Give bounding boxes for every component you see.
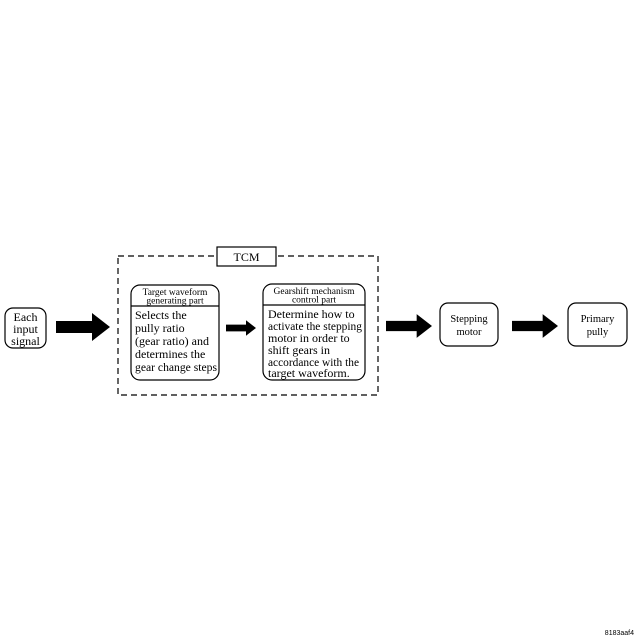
tcm-label: TCM [233,250,259,264]
node-stepping-motor: Stepping motor [439,302,499,347]
node-text: accordance with the [268,355,359,369]
node-text: Each [14,310,38,324]
node-header: Gearshift mechanism [274,286,356,297]
arrow-3 [386,314,432,338]
node-text: motor [456,327,482,338]
node-text: pully [587,327,609,338]
node-text: determines the [135,347,205,361]
node-text: signal [11,334,40,348]
node-each-input-signal: Each input signal [4,307,47,349]
node-text: pully ratio [135,321,185,335]
node-header: Target waveform [143,287,208,298]
node-text: Primary [581,314,616,325]
arrow-1 [56,313,110,341]
arrow-2 [226,320,256,336]
node-header: control part [292,296,336,306]
node-text: Selects the [135,308,187,322]
node-text: (gear ratio) and [135,334,209,348]
tcm-group: TCM [117,246,379,396]
tcm-label-box [216,246,277,267]
arrow-4 [512,314,558,338]
node-primary-pully: Primary pully [567,302,628,347]
node-text: activate the stepping [268,319,362,333]
node-gearshift-control: Gearshift mechanism control part Determi… [262,283,366,381]
node-text: target waveform. [268,366,350,380]
node-text: shift gears in [268,343,330,357]
node-target-waveform: Target waveform generating part Selects … [130,284,220,381]
node-text: input [13,322,38,336]
node-text: gear change steps [135,360,217,374]
figure-code: 8183aaf4 [605,630,634,637]
node-text: Stepping [450,314,488,325]
node-text: motor in order to [268,331,350,345]
node-header: generating part [146,297,204,307]
node-text: Determine how to [268,307,355,321]
